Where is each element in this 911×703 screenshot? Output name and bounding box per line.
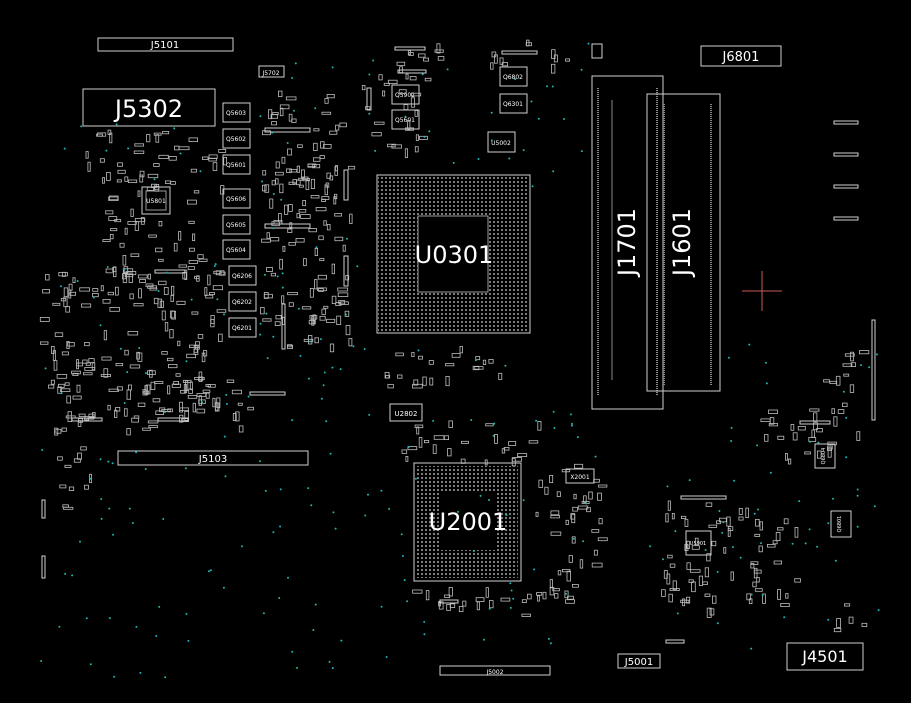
component-q5601[interactable]: Q5601	[222, 154, 251, 175]
component-j4501[interactable]: J4501	[786, 642, 864, 671]
q5606-label: Q5606	[226, 196, 246, 203]
component-u0301[interactable]: U0301	[376, 174, 531, 334]
j5101-label: J5101	[150, 40, 179, 51]
component-q5605[interactable]: Q5605	[222, 214, 251, 235]
q5603-label: Q5603	[226, 110, 246, 117]
q5601b-label: Q5601	[395, 117, 415, 124]
q6802-label: Q6802	[503, 74, 523, 81]
component-j5001[interactable]: J5001	[617, 653, 661, 669]
component-q6201[interactable]: Q6201	[228, 317, 257, 338]
q6202-label: Q6202	[232, 299, 252, 306]
j5302-label: J5302	[113, 95, 183, 123]
j5002-label: J5002	[485, 669, 503, 676]
u5801-label: U5801	[146, 198, 166, 205]
component-q5606[interactable]: Q5606	[222, 188, 251, 209]
component-q6801[interactable]: Q6801	[830, 510, 852, 538]
j5001-label: J5001	[624, 657, 653, 668]
j1701-label: J1701	[613, 208, 641, 278]
component-u5002[interactable]: U5002	[487, 131, 516, 153]
component-q6804[interactable]: Q6804	[814, 443, 836, 469]
component-u2802[interactable]: U2802	[389, 403, 423, 422]
component-q5902[interactable]: Q5902	[391, 84, 420, 105]
u2001-label: U2001	[429, 508, 508, 536]
crosshair-cursor	[742, 271, 782, 311]
component-q6202[interactable]: Q6202	[228, 291, 257, 312]
component-q6206[interactable]: Q6206	[228, 265, 257, 286]
q6801-label: Q6801	[837, 516, 843, 533]
j1601-label: J1601	[668, 208, 696, 278]
component-j5103[interactable]: J5103	[117, 450, 309, 466]
u5002-label: U5002	[491, 140, 511, 147]
u2802-label: U2802	[395, 410, 418, 418]
component-q5602[interactable]: Q5602	[222, 128, 251, 149]
q5602-label: Q5602	[226, 136, 246, 143]
x2001-label: X2001	[570, 474, 590, 481]
component-x2001[interactable]: X2001	[565, 468, 595, 484]
component-j5101[interactable]: J5101	[97, 37, 234, 52]
q6206-label: Q6206	[232, 273, 252, 280]
q6201-label: Q6201	[232, 325, 252, 332]
component-q5603[interactable]: Q5603	[222, 102, 251, 123]
board-detail-layer	[39, 39, 880, 679]
component-j6801[interactable]: J6801	[700, 45, 782, 67]
component-q5604[interactable]: Q5604	[222, 239, 251, 260]
u0301-label: U0301	[415, 241, 494, 269]
component-q6802[interactable]: Q6802	[499, 66, 528, 87]
component-j1601[interactable]: J1601	[646, 93, 721, 392]
component-j5002[interactable]: J5002	[439, 665, 551, 676]
j5103-label: J5103	[198, 454, 227, 465]
component-j5702[interactable]: J5702	[258, 65, 285, 78]
j6801-label: J6801	[722, 50, 760, 65]
q6301-label: Q6301	[503, 101, 523, 108]
q5604-label: Q5604	[226, 247, 246, 254]
j4501-label: J4501	[801, 647, 847, 666]
q5601-label: Q5601	[226, 162, 246, 169]
component-q6301[interactable]: Q6301	[499, 93, 528, 114]
j5702-label: J5702	[261, 70, 279, 77]
component-u2001[interactable]: U2001	[413, 462, 522, 582]
q5902-label: Q5902	[395, 92, 415, 99]
component-j5302[interactable]: J5302	[82, 88, 216, 127]
q6804-label: Q6804	[821, 448, 827, 465]
q5605-label: Q5605	[226, 222, 246, 229]
